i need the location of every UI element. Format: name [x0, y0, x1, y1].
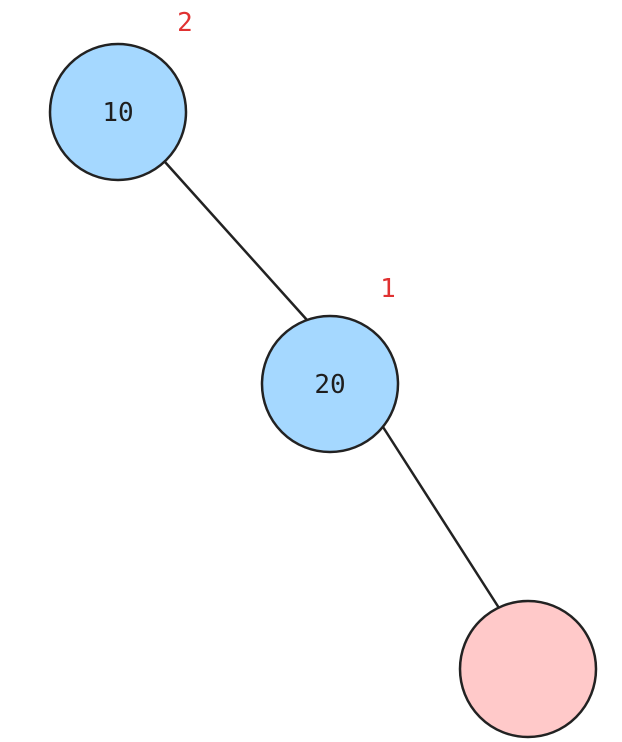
node-height-label: 1 [380, 274, 396, 304]
tree-node-null [458, 599, 598, 739]
tree-node-10: 10 [48, 42, 188, 182]
tree-node-20: 20 [260, 314, 400, 454]
edge-20-null [381, 426, 501, 609]
node-circle [48, 42, 188, 182]
node-circle [260, 314, 400, 454]
node-height-label: 2 [177, 8, 193, 38]
edge-10-20 [164, 161, 308, 321]
node-label: 20 [314, 370, 345, 400]
node-label: 10 [102, 98, 133, 128]
null-node-circle [458, 599, 598, 739]
